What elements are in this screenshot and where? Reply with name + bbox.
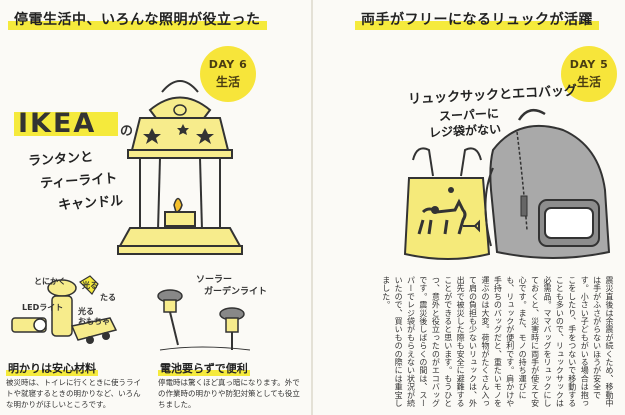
right-page: 両手がフリーになるリュックが活躍 DAY 5 生活 リュックサックとエコバッグ …: [313, 0, 625, 415]
backpack-illustration: [484, 108, 611, 259]
caption-body-1: 被災時は、トイレに行くときに使うライトや就寝するときの明かりなど、いろんな明かり…: [6, 378, 141, 409]
note-garden: ガーデンライト: [204, 287, 268, 297]
note-solar: ソーラー: [196, 275, 233, 285]
left-headline: 停電生活中、いろんな照明が役立った: [8, 8, 267, 32]
note-taru: たる: [100, 293, 116, 302]
article-body: 震災直後は余震が続くため、移動中は手がふさがらないほうが安全です。小さい子どもが…: [381, 276, 614, 408]
note-omocha: おもちゃ: [78, 317, 110, 326]
led-light-illustration: [11, 275, 118, 344]
note-particle: の: [120, 124, 134, 139]
right-headline: 両手がフリーになるリュックが活躍: [355, 8, 599, 32]
ikea-logo-text: IKEA: [18, 108, 97, 139]
day-badge-left: DAY 6 生活: [200, 46, 256, 102]
lantern-illustration: [117, 80, 243, 255]
caption-title-2: 電池要らずで便利: [158, 362, 250, 376]
left-page: 停電生活中、いろんな照明が役立った DAY 6 生活 IKEA の ランタンと …: [0, 0, 312, 415]
caption-body-2: 停電時は驚くほど真っ暗になります。外での作業時の明かりや防犯対策としても役立ちま…: [158, 378, 300, 409]
note-led: LEDライト: [22, 303, 64, 312]
ikea-highlight: [14, 112, 118, 136]
note-hikari: 光る: [82, 281, 98, 290]
book-spine: [311, 0, 313, 415]
caption-title-1: 明かりは安心材料: [6, 362, 98, 376]
note-kou3: 光る: [78, 307, 94, 316]
day-badge-right: DAY 5 生活: [561, 46, 617, 102]
solar-light-illustration: [157, 289, 251, 351]
note-tonikaku: とにかく: [34, 277, 66, 286]
ecobag-illustration: [403, 147, 491, 260]
